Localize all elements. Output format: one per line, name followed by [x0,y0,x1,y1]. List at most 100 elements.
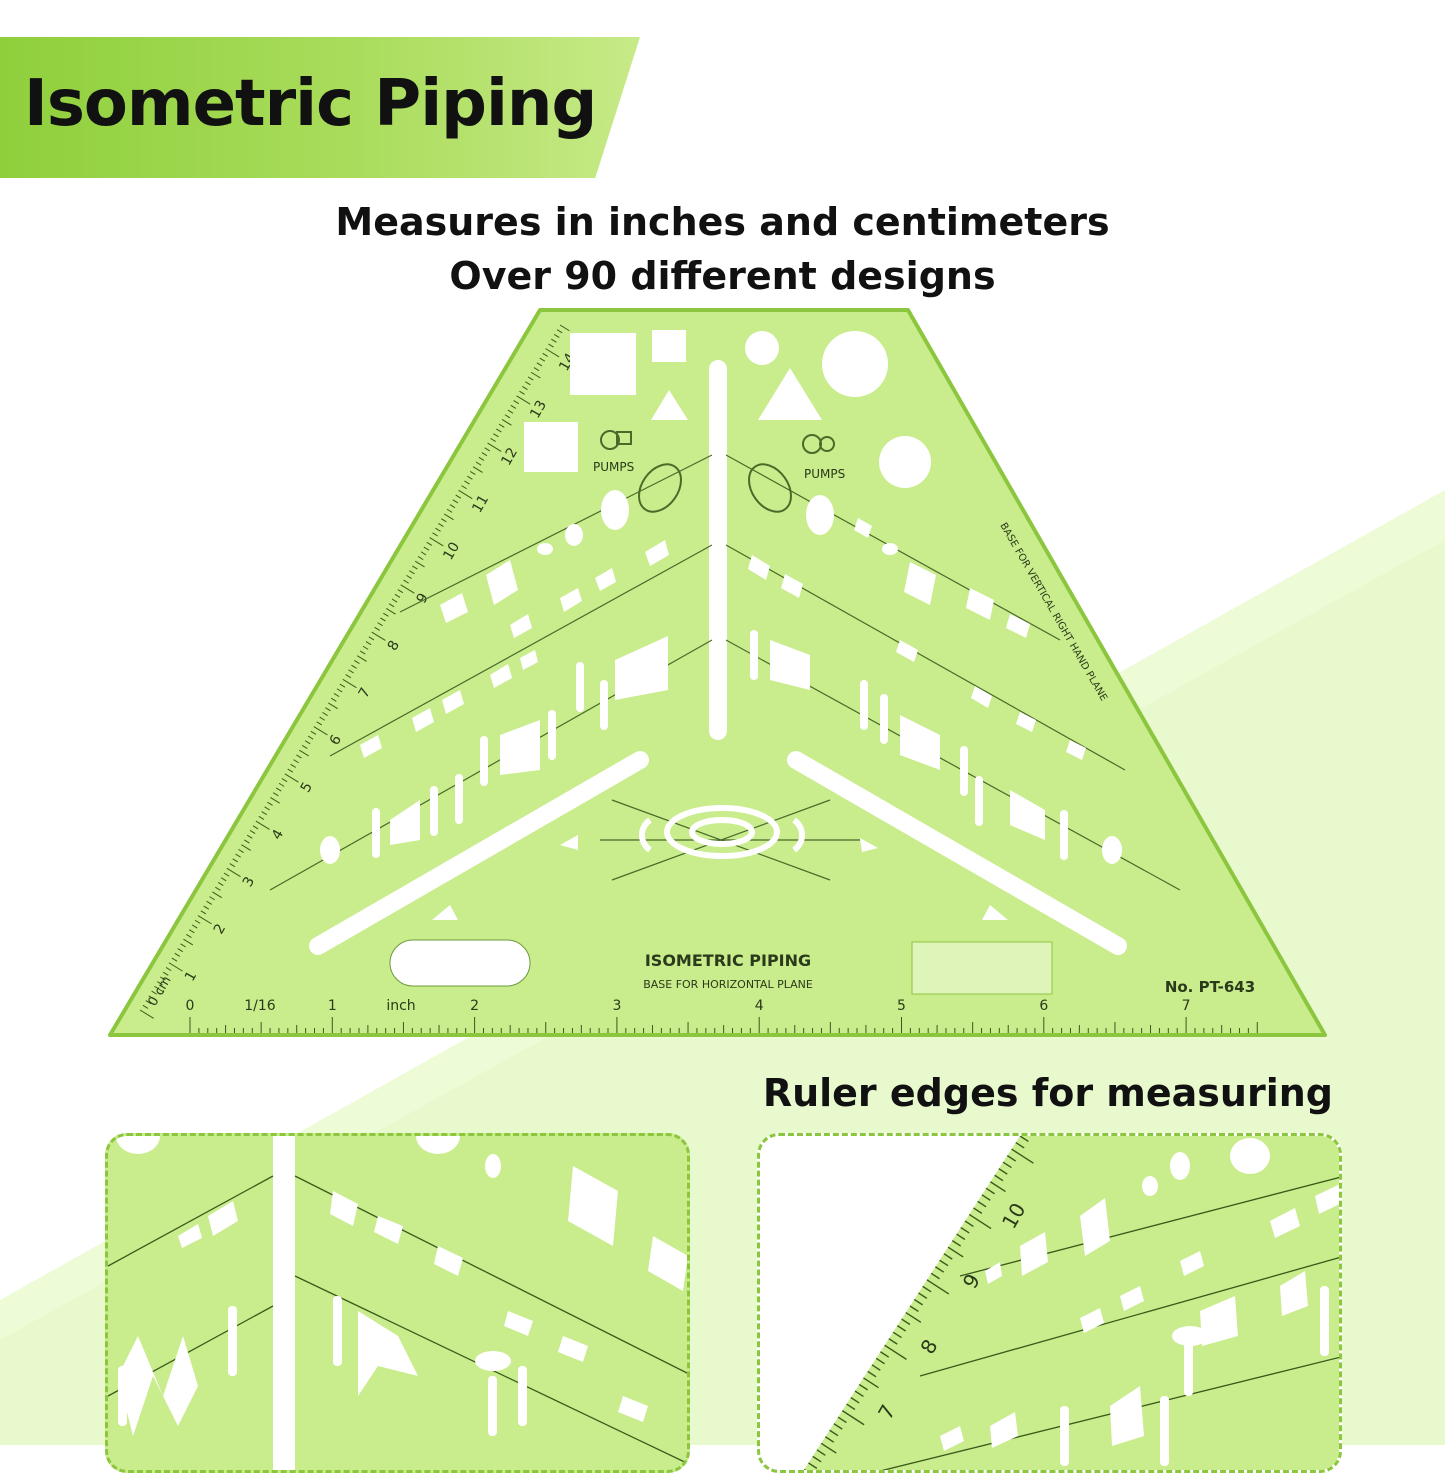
cm-tick [270,796,280,804]
cm-tick [930,1272,940,1280]
cm-tick [461,485,467,490]
cm-tick [333,693,340,698]
zoom-panel-left [105,1133,690,1473]
circle-cutout [822,331,888,397]
cm-tick [264,806,270,811]
cm-tick [142,1004,149,1009]
cm-tick [977,1200,987,1208]
cm-tick [217,882,224,887]
cm-tick [322,711,328,716]
pump-icon [600,430,835,513]
cm-tick [371,631,386,641]
cm-tick [837,1416,847,1424]
cm-tick-label: 12 [498,445,521,468]
inch-tick-label: 6 [1039,998,1048,1014]
cm-tick [926,1279,950,1295]
cm-tick [449,504,456,509]
cm-tick [530,371,541,379]
cm-tick [409,570,415,575]
cm-tick [429,537,444,547]
cm-tick [846,1403,856,1411]
inch-tick-label: 1 [328,998,337,1014]
triangle-cutout [758,368,822,420]
cm-tick [504,414,511,419]
cm-tick [212,891,223,899]
inch-tick-label: 5 [897,998,906,1014]
template-name: ISOMETRIC PIPING [645,951,811,970]
inch-tick-label: 2 [470,998,479,1014]
diagonal-slot [787,751,1127,955]
cm-tick [469,471,476,476]
cm-tick [880,1351,890,1358]
cm-tick [990,1181,1006,1193]
cm-tick [507,409,514,414]
cm-tick [171,957,178,962]
cm-tick [139,1009,154,1019]
cm-tick [536,362,543,367]
cm-tick [1002,1161,1012,1169]
cm-tick [481,452,488,457]
cm-tick [220,877,227,882]
cm-tick [188,929,195,934]
cm-tick [922,1285,932,1293]
cm-tick [356,655,367,662]
cm-tick [296,754,302,759]
cm-tick [319,716,325,721]
cm-tick [875,1357,885,1365]
zoom-left-detail [108,1136,687,1470]
cm-tick [275,787,282,792]
cm-tick [956,1233,966,1241]
cm-tick [918,1292,928,1299]
cm-tick [458,489,473,500]
cm-tick [258,815,265,820]
cm-tick [177,948,184,953]
cm-tick [238,848,244,853]
cm-tick [174,952,181,957]
feature-line-1: Measures in inches and centimeters [335,200,1110,244]
cm-tick [301,745,308,750]
inch-fraction-label: 1/16 [244,998,276,1014]
cm-tick [994,1174,1004,1182]
cm-tick [183,938,194,946]
cm-tick [374,626,380,631]
cm-tick [539,357,546,362]
cm-tick [490,437,496,442]
cm-tick [281,778,288,783]
cm-tick [417,556,424,561]
cm-tick [935,1266,945,1273]
cm-tick [394,593,401,598]
cm-tick [858,1383,869,1391]
cm-tick [863,1377,879,1389]
cm-tick [981,1194,991,1201]
cm-tick [559,324,570,332]
cm-tick [197,915,212,925]
pipe-symbol-cutouts [320,490,1122,920]
cm-tick [160,976,166,981]
cm-tick [261,811,268,816]
cm-tick [522,385,528,390]
cm-tick [1011,1148,1034,1164]
cm-tick [151,990,157,995]
center-ellipse-cutouts [639,805,805,859]
cm-tick [854,1390,864,1398]
cm-tick [833,1423,843,1430]
cm-tick [365,641,372,646]
cm-tick [345,674,352,679]
cm-tick [905,1311,922,1323]
cm-tick [304,740,311,745]
cm-tick [385,608,396,615]
cm-tick [330,697,337,702]
cm-tick [960,1226,970,1234]
cm-tick [850,1396,860,1404]
cm-tick [533,367,540,372]
cm-tick [180,943,186,948]
inch-tick-label: 7 [1182,998,1191,1014]
cm-tick [391,598,398,603]
cm-tick [951,1240,962,1247]
cm-tick [548,343,554,348]
cm-tick [148,995,155,1000]
pumps-label-left: PUMPS [593,460,634,474]
cm-tick [901,1318,911,1326]
cm-tick [299,749,309,757]
